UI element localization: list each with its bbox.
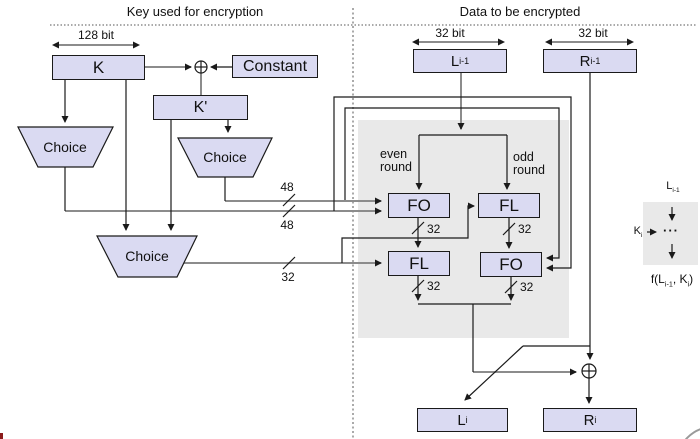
left-panel-title: Key used for encryption xyxy=(126,4,264,19)
mini-output-label: f(Li-1, Ki) xyxy=(650,272,694,289)
bus48-top-label: 48 xyxy=(280,180,294,194)
choice-funnel-2 xyxy=(177,137,273,178)
xor-icon xyxy=(581,363,597,379)
corner-arc xyxy=(684,428,700,439)
mini-ellipsis: ··· xyxy=(663,223,679,238)
even-round-label: even round xyxy=(380,147,412,174)
bus48-bottom-label: 48 xyxy=(280,218,294,232)
bus32-label: 32 xyxy=(281,270,295,284)
l-width-label: 32 bit xyxy=(435,26,465,40)
mini-key-label: Ki xyxy=(633,225,643,240)
fl-bottom-box: FL xyxy=(388,251,450,276)
bus-wires xyxy=(65,63,577,376)
choice-label-1: Choice xyxy=(43,139,87,155)
round-function-panel xyxy=(358,120,569,338)
key-width-label: 128 bit xyxy=(77,28,115,42)
key-box: K xyxy=(52,55,145,80)
choice-label-3: Choice xyxy=(125,248,169,264)
fl-top-out-width: 32 xyxy=(518,222,532,236)
choice-funnel-3 xyxy=(96,235,198,278)
fo-bottom-box: FO xyxy=(480,252,542,277)
fl-top-box: FL xyxy=(478,193,540,218)
odd-round-label: odd round xyxy=(513,150,545,177)
bit-width-arrows xyxy=(52,38,634,49)
k-prime-box: K' xyxy=(153,95,248,120)
fo-top-box: FO xyxy=(388,193,450,218)
xor-icon xyxy=(194,60,208,74)
fo-bottom-out-width: 32 xyxy=(520,280,534,294)
choice-funnel-1 xyxy=(17,126,114,168)
right-panel-title: Data to be encrypted xyxy=(459,4,581,19)
bus-width-slashes xyxy=(282,193,518,294)
signal-wires xyxy=(61,63,676,404)
mini-input-label: Li-1 xyxy=(666,180,680,195)
choice-label-2: Choice xyxy=(203,149,247,165)
constant-box: Constant xyxy=(232,55,318,78)
slide-edge-mark xyxy=(0,433,3,439)
r-width-label: 32 bit xyxy=(578,26,608,40)
fl-bottom-out-width: 32 xyxy=(427,279,441,293)
fo-top-out-width: 32 xyxy=(427,222,441,236)
